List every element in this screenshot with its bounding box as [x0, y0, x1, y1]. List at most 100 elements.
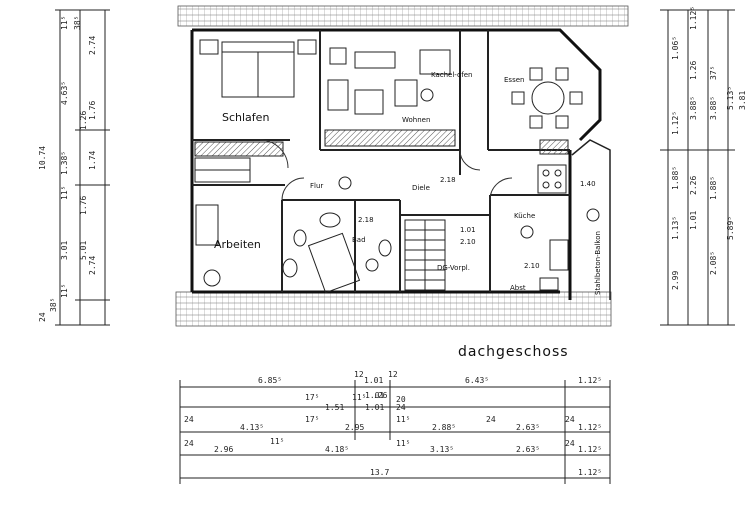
svg-text:11⁵: 11⁵: [396, 439, 410, 448]
room-label-abst: Abst: [510, 284, 526, 292]
svg-text:2.74: 2.74: [88, 256, 97, 275]
svg-text:17⁵: 17⁵: [305, 415, 319, 424]
left-dimension-chain: [55, 9, 110, 326]
svg-text:1.01: 1.01: [689, 211, 698, 230]
svg-text:3.88⁵: 3.88⁵: [709, 96, 718, 120]
svg-text:3.88⁵: 3.88⁵: [689, 96, 698, 120]
svg-text:3.13⁵: 3.13⁵: [430, 445, 454, 454]
svg-text:13.7: 13.7: [370, 468, 389, 477]
svg-text:24: 24: [396, 403, 406, 412]
svg-text:1.26: 1.26: [79, 111, 88, 130]
svg-text:11⁵: 11⁵: [352, 393, 366, 402]
room-label-dg-vorpl: DG-Vorpl.: [437, 264, 470, 272]
svg-text:1.38⁵: 1.38⁵: [60, 151, 69, 175]
room-label-diele: Diele: [412, 184, 430, 192]
svg-text:1.01: 1.01: [460, 226, 476, 234]
svg-text:1.40: 1.40: [580, 180, 596, 188]
svg-text:11⁵: 11⁵: [396, 415, 410, 424]
svg-text:1.01: 1.01: [365, 403, 384, 412]
svg-text:1.76: 1.76: [88, 101, 97, 120]
svg-text:12: 12: [388, 370, 398, 379]
svg-text:1.12⁵: 1.12⁵: [671, 111, 680, 135]
room-label-kachelofen: Kachel-ofen: [431, 71, 472, 79]
svg-text:24: 24: [486, 415, 496, 424]
desk: [195, 204, 221, 287]
svg-text:2.26: 2.26: [689, 176, 698, 195]
dining-table: [511, 67, 583, 129]
svg-text:3.01: 3.01: [60, 241, 69, 260]
svg-text:5.13⁵: 5.13⁵: [726, 86, 735, 110]
svg-text:2.63⁵: 2.63⁵: [516, 423, 540, 432]
interior-walls: [192, 30, 570, 292]
room-label-bad: Bad: [352, 236, 366, 244]
plan-title: dachgeschoss: [458, 344, 569, 360]
svg-text:2.99: 2.99: [671, 271, 680, 290]
room-label-kueche: Küche: [514, 212, 535, 220]
svg-text:2.10: 2.10: [460, 238, 476, 246]
svg-text:24: 24: [565, 415, 575, 424]
built-in-cabinets: [194, 129, 569, 183]
svg-text:5.89⁵: 5.89⁵: [726, 216, 735, 240]
svg-text:24: 24: [565, 439, 575, 448]
living-furniture: [327, 47, 451, 115]
room-label-schlafen: Schlafen: [222, 111, 269, 124]
svg-text:2.08⁵: 2.08⁵: [709, 251, 718, 275]
svg-text:2.95: 2.95: [345, 423, 364, 432]
svg-text:1.74: 1.74: [88, 151, 97, 170]
svg-text:1.12⁵: 1.12⁵: [578, 376, 602, 385]
room-label-balkon: Stahlbeton-Balkon: [594, 231, 602, 295]
room-number-markers: [338, 88, 600, 272]
left-dimension-text: 10.74 4.63⁵ 1.38⁵ 3.01 2.74 1.76 1.74 1.…: [38, 16, 97, 322]
room-label-arbeiten: Arbeiten: [214, 238, 261, 251]
svg-text:1.26: 1.26: [689, 61, 698, 80]
svg-text:38⁵: 38⁵: [49, 298, 58, 312]
svg-text:24: 24: [38, 312, 47, 322]
svg-text:38⁵: 38⁵: [73, 16, 82, 30]
svg-text:4.63⁵: 4.63⁵: [60, 81, 69, 105]
svg-text:3.81: 3.81: [738, 91, 747, 110]
svg-text:1.12⁵: 1.12⁵: [578, 445, 602, 454]
svg-text:1.12⁵: 1.12⁵: [689, 6, 698, 30]
svg-text:2.63⁵: 2.63⁵: [516, 445, 540, 454]
svg-text:1.12⁵: 1.12⁵: [578, 423, 602, 432]
svg-text:2.10: 2.10: [524, 262, 540, 270]
svg-text:11⁵: 11⁵: [60, 186, 69, 200]
bottom-dimension-chain: [179, 380, 611, 484]
svg-text:2.88⁵: 2.88⁵: [432, 423, 456, 432]
svg-text:11⁵: 11⁵: [60, 16, 69, 30]
svg-text:1.06⁵: 1.06⁵: [671, 36, 680, 60]
svg-text:17⁵: 17⁵: [305, 393, 319, 402]
svg-text:24: 24: [184, 415, 194, 424]
right-dimension-chain: [660, 9, 735, 326]
roof-hatching: [175, 5, 629, 327]
balcony: [571, 139, 611, 300]
bed: [199, 39, 317, 98]
svg-text:1.88⁵: 1.88⁵: [709, 176, 718, 200]
svg-text:1.12⁵: 1.12⁵: [578, 468, 602, 477]
room-dimensions: 2.18 2.18 1.40 1.01 2.10 2.10: [358, 176, 596, 270]
svg-text:1.76: 1.76: [79, 196, 88, 215]
staircase: [404, 219, 446, 291]
kitchen-fixtures: [537, 164, 569, 291]
right-dimension-text: 2.99 1.13⁵ 1.88⁵ 1.12⁵ 1.06⁵ 1.01 2.26 3…: [671, 6, 747, 290]
svg-text:37⁵: 37⁵: [709, 66, 718, 80]
svg-text:1.01: 1.01: [364, 376, 383, 385]
svg-text:2.74: 2.74: [88, 36, 97, 55]
bathroom-fixtures: [282, 212, 392, 294]
svg-text:2.96: 2.96: [214, 445, 233, 454]
svg-text:6.43⁵: 6.43⁵: [465, 376, 489, 385]
svg-text:11⁵: 11⁵: [270, 437, 284, 446]
svg-text:4.13⁵: 4.13⁵: [240, 423, 264, 432]
svg-text:11⁵: 11⁵: [60, 284, 69, 298]
svg-text:1.13⁵: 1.13⁵: [671, 216, 680, 240]
room-label-wohnen: Wohnen: [402, 116, 430, 124]
svg-text:6.85⁵: 6.85⁵: [258, 376, 282, 385]
room-labels: Schlafen Arbeiten Wohnen Essen Flur Diel…: [214, 71, 602, 295]
svg-text:4.18⁵: 4.18⁵: [325, 445, 349, 454]
bottom-dimension-text: 6.85⁵ 1.01 6.43⁵ 1.12⁵ 12 12 1.51 1.01 .…: [184, 370, 602, 477]
svg-text:10.74: 10.74: [38, 146, 47, 170]
room-label-flur: Flur: [310, 182, 323, 190]
svg-text:1.01: 1.01: [365, 391, 384, 400]
svg-text:24: 24: [184, 439, 194, 448]
doors: [259, 139, 513, 201]
